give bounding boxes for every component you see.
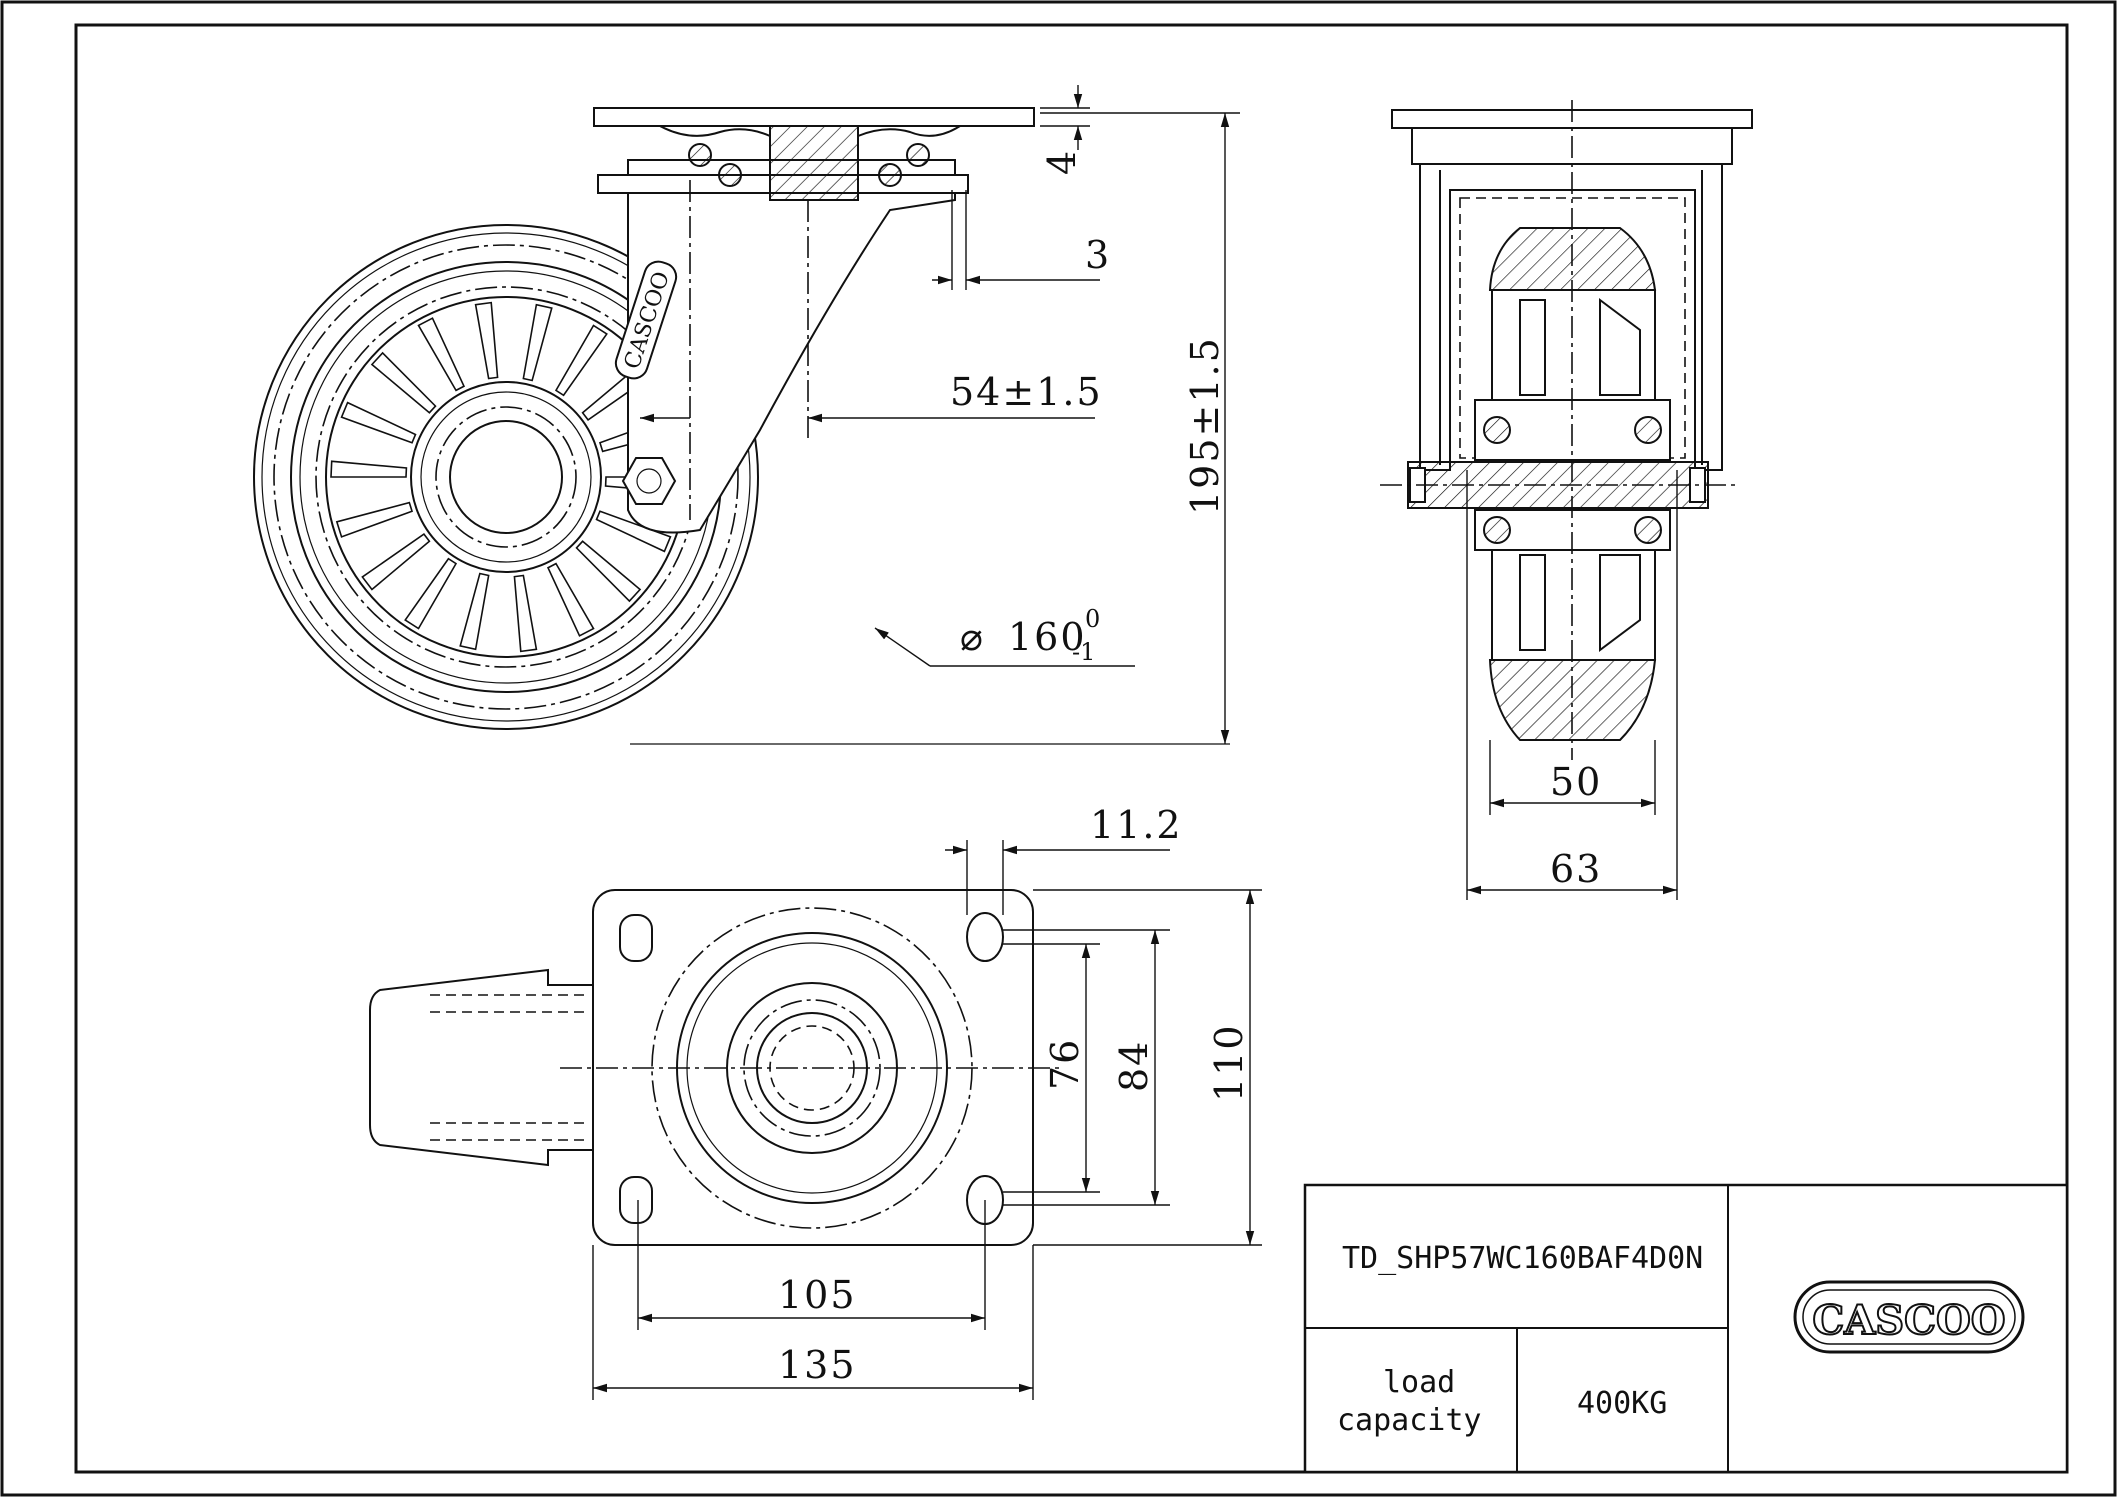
wheel-spoke: [546, 562, 595, 637]
dim-leg-width: 63: [1550, 847, 1602, 891]
wheel-spoke: [554, 324, 608, 397]
dim-plate-gap: 4: [1040, 149, 1084, 175]
dim-wheel-tol-lower: -1: [1072, 638, 1095, 666]
dim-wheel-tol-upper: 0: [1085, 605, 1100, 633]
dim-hole-spacing-short: 76: [1043, 1038, 1087, 1090]
wheel-spoke: [459, 572, 490, 651]
dim-offset: 3: [1085, 233, 1111, 277]
top-view: [369, 889, 1060, 1246]
load-value: 400KG: [1577, 1386, 1667, 1421]
dim-slot-offset: 11.2: [1090, 803, 1183, 847]
top-view-dimensions: 11.2 76 84 110 105 135: [592, 803, 1262, 1400]
dim-swivel-offset: 54±1.5: [950, 370, 1103, 414]
wheel-spoke: [575, 540, 642, 603]
company-logo-text: CASCOO: [1812, 1297, 2005, 1344]
company-logo: [1793, 1280, 2025, 1354]
wheel-spoke: [522, 303, 553, 382]
dim-plate-length: 135: [778, 1343, 857, 1387]
dim-tread-width: 50: [1550, 760, 1602, 804]
side-view: [1380, 100, 1753, 760]
drawing-code: TD_SHP57WC160BAF4D0N: [1342, 1241, 1703, 1276]
drawing-frame: [74, 23, 2069, 1474]
dim-hole-spacing-long: 84: [1112, 1040, 1156, 1092]
wheel-spoke: [370, 351, 437, 414]
load-label-line2: capacity: [1337, 1403, 1482, 1438]
wheel-spoke: [361, 533, 431, 591]
wheel-spoke: [417, 317, 466, 392]
front-view: CASCOO: [253, 107, 1230, 745]
svg-text:⌀: ⌀: [960, 615, 985, 659]
dim-hole-spacing-x: 105: [778, 1273, 857, 1317]
load-label-line1: load: [1383, 1365, 1455, 1400]
dim-wheel-diameter: 160: [1008, 615, 1087, 659]
wheel-spoke: [474, 301, 499, 380]
wheel-spoke: [404, 557, 458, 630]
wheel-spoke: [330, 460, 408, 478]
wheel-spoke: [513, 574, 538, 653]
side-view-dimensions: 50 63: [1466, 470, 1678, 900]
wheel-spoke: [340, 401, 417, 444]
front-view-dimensions: 4 3 54±1.5 195±1.5 ⌀ 160 0 -1: [640, 85, 1240, 744]
title-block: TD_SHP57WC160BAF4D0N load capacity 400KG…: [1303, 1183, 2069, 1474]
dim-plate-width: 110: [1207, 1023, 1251, 1102]
dim-total-height: 195±1.5: [1183, 336, 1227, 515]
wheel-spoke: [335, 501, 414, 538]
